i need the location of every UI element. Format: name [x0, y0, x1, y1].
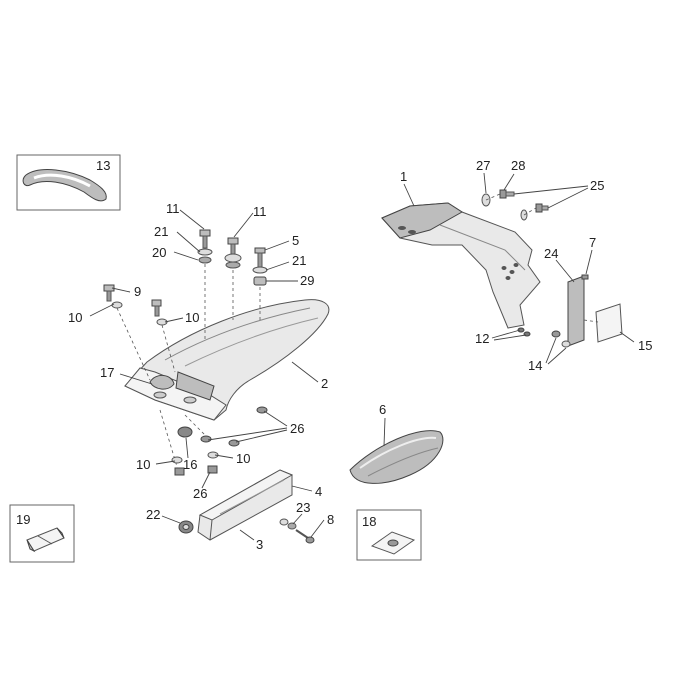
tool-box [197, 469, 294, 541]
callout-9: 9 [134, 284, 141, 299]
callout-16: 16 [183, 457, 197, 472]
callout-8: 8 [327, 512, 334, 527]
callout-12: 12 [475, 331, 489, 346]
callout-25: 25 [590, 178, 604, 193]
callout-24: 24 [544, 246, 558, 261]
callout-17: 17 [100, 365, 114, 380]
hardware-12-14 [517, 327, 571, 348]
hardware-stack-middle [224, 237, 242, 320]
leader-lines [89, 172, 635, 541]
callout-13: 13 [96, 158, 110, 173]
callout-7: 7 [589, 235, 596, 250]
callout-6: 6 [379, 402, 386, 417]
plate-holder [567, 274, 623, 347]
callout-10-b: 10 [185, 310, 199, 325]
callout-11-a: 11 [166, 201, 180, 216]
inset-box-19: 19 [9, 504, 75, 563]
bolt-9-left [103, 284, 151, 381]
rear-fender [124, 299, 330, 421]
callout-10-a: 10 [68, 310, 82, 325]
hardware-stack-right [252, 247, 268, 320]
callout-3: 3 [256, 537, 263, 552]
callout-23: 23 [296, 500, 310, 515]
key-lock [279, 518, 315, 544]
callout-10-d: 10 [236, 451, 250, 466]
seat-pad [349, 430, 444, 484]
callout-2: 2 [321, 376, 328, 391]
callout-1: 1 [400, 169, 407, 184]
callout-15: 15 [638, 338, 652, 353]
callout-26-b: 26 [193, 486, 207, 501]
callout-4: 4 [315, 484, 322, 499]
callout-19: 19 [16, 512, 30, 527]
rear-frame [381, 202, 541, 329]
callout-28: 28 [511, 158, 525, 173]
hardware-stack-left [197, 229, 213, 340]
inset-box-18: 18 [356, 509, 422, 561]
callout-11-b: 11 [253, 204, 267, 219]
callout-21-b: 21 [292, 253, 306, 268]
callout-22: 22 [146, 507, 160, 522]
frame-bolts-top [481, 189, 549, 221]
callout-14: 14 [528, 358, 542, 373]
callout-27: 27 [476, 158, 490, 173]
callout-18: 18 [362, 514, 376, 529]
callout-20: 20 [152, 245, 166, 260]
callout-21-a: 21 [154, 224, 168, 239]
grommet-22 [178, 520, 194, 534]
bolt-9-right [151, 299, 176, 373]
inset-box-13: 13 [16, 154, 121, 211]
callout-10-c: 10 [136, 457, 150, 472]
callout-5: 5 [292, 233, 299, 248]
callout-labels: 1 2 3 4 5 6 7 8 9 10 10 10 10 11 11 12 1… [68, 158, 652, 552]
callout-29: 29 [300, 273, 314, 288]
callout-26-a: 26 [290, 421, 304, 436]
